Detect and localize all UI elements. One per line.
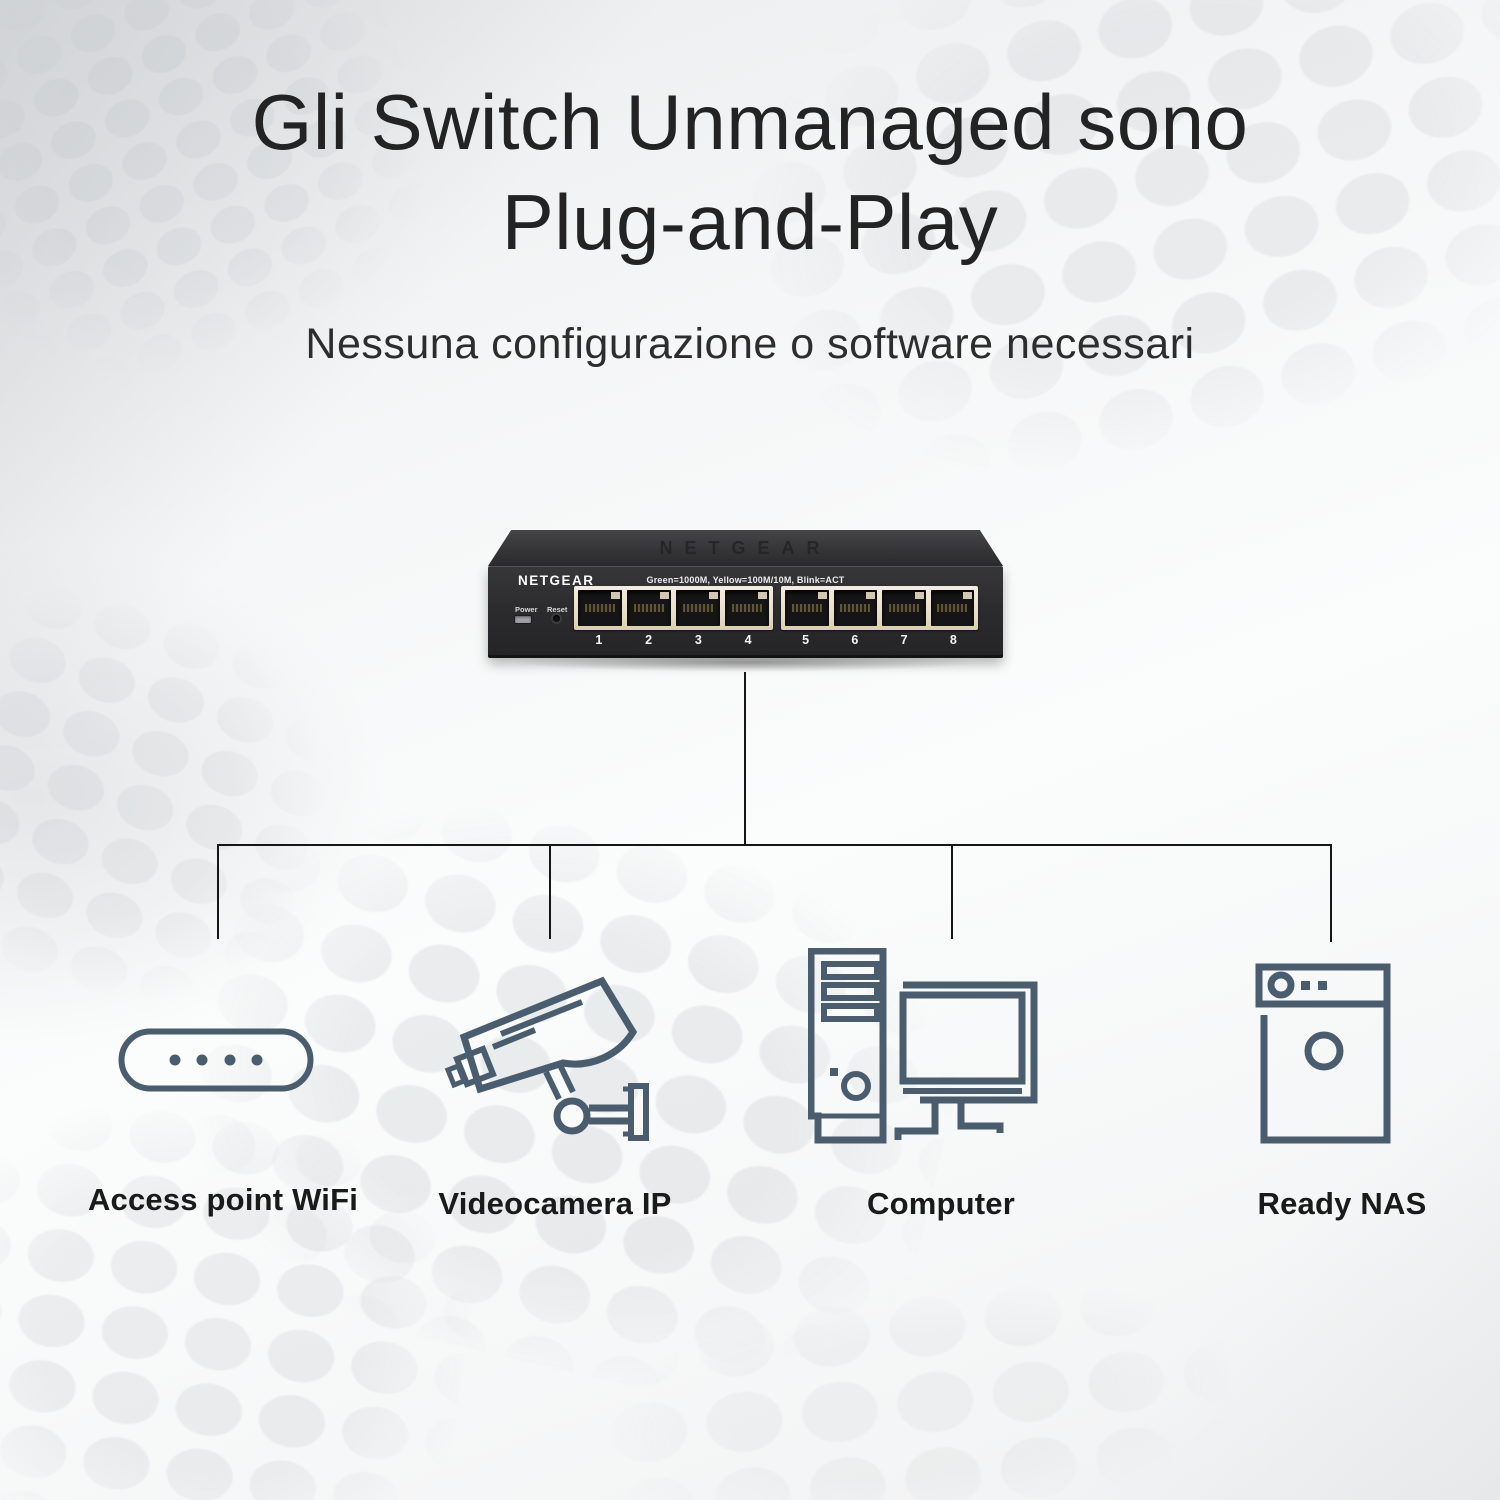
wifi-access-point-icon bbox=[118, 1028, 314, 1092]
ethernet-port bbox=[627, 590, 671, 626]
ethernet-port bbox=[882, 590, 926, 626]
port-group-1-4 bbox=[574, 586, 773, 630]
ethernet-port bbox=[578, 590, 622, 626]
device-label-computer: Computer bbox=[867, 1186, 1015, 1221]
port-numbers-1-4: 1 2 3 4 bbox=[574, 633, 773, 647]
ethernet-port bbox=[725, 590, 769, 626]
port-number: 3 bbox=[694, 633, 702, 647]
port-number: 7 bbox=[900, 633, 908, 647]
netgear-logo: NETGEAR bbox=[518, 573, 595, 588]
device-label-access-point: Access point WiFi bbox=[87, 1182, 359, 1217]
trunk-line bbox=[744, 672, 746, 845]
switch-front-panel: NETGEAR Green=1000M, Yellow=100M/10M, Bl… bbox=[488, 566, 1003, 658]
ethernet-port bbox=[785, 590, 829, 626]
device-label-camera: Videocamera IP bbox=[438, 1186, 672, 1221]
page-subtitle: Nessuna configurazione o software necess… bbox=[305, 320, 1195, 368]
branch-horizontal-line bbox=[217, 844, 1332, 846]
ethernet-port bbox=[930, 590, 974, 626]
branch-line-camera bbox=[549, 844, 551, 939]
ethernet-port bbox=[833, 590, 877, 626]
halftone-dots bbox=[0, 1074, 494, 1500]
port-number: 8 bbox=[949, 633, 957, 647]
power-led bbox=[515, 616, 531, 623]
port-number: 1 bbox=[595, 633, 603, 647]
power-label: Power bbox=[515, 605, 538, 614]
port-group-5-8 bbox=[781, 586, 978, 630]
device-label-nas: Ready NAS bbox=[1257, 1186, 1427, 1221]
desktop-computer-icon bbox=[808, 948, 1038, 1144]
switch-embossed-logo: NETGEAR bbox=[659, 537, 832, 558]
ip-camera-icon bbox=[444, 976, 649, 1141]
nas-icon bbox=[1255, 963, 1391, 1144]
reset-button bbox=[553, 615, 560, 622]
led-legend-label: Green=1000M, Yellow=100M/10M, Blink=ACT bbox=[646, 575, 845, 585]
branch-line-nas bbox=[1330, 844, 1332, 942]
port-number: 6 bbox=[851, 633, 859, 647]
branch-line-access-point bbox=[217, 844, 219, 939]
switch-drop-shadow bbox=[508, 656, 983, 672]
title-line-2: Plug-and-Play bbox=[501, 178, 999, 266]
port-number: 5 bbox=[802, 633, 810, 647]
branch-line-computer bbox=[951, 844, 953, 939]
background-sweep bbox=[0, 540, 390, 1050]
page-title: Gli Switch Unmanaged sono Plug-and-Play bbox=[0, 72, 1500, 272]
network-switch: NETGEAR NETGEAR Green=1000M, Yellow=100M… bbox=[488, 530, 1003, 672]
reset-label: Reset bbox=[547, 605, 568, 614]
switch-top-panel: NETGEAR bbox=[488, 530, 1003, 566]
title-line-1: Gli Switch Unmanaged sono bbox=[251, 78, 1249, 166]
port-number: 4 bbox=[744, 633, 752, 647]
port-numbers-5-8: 5 6 7 8 bbox=[781, 633, 978, 647]
ethernet-port bbox=[676, 590, 720, 626]
port-number: 2 bbox=[645, 633, 653, 647]
